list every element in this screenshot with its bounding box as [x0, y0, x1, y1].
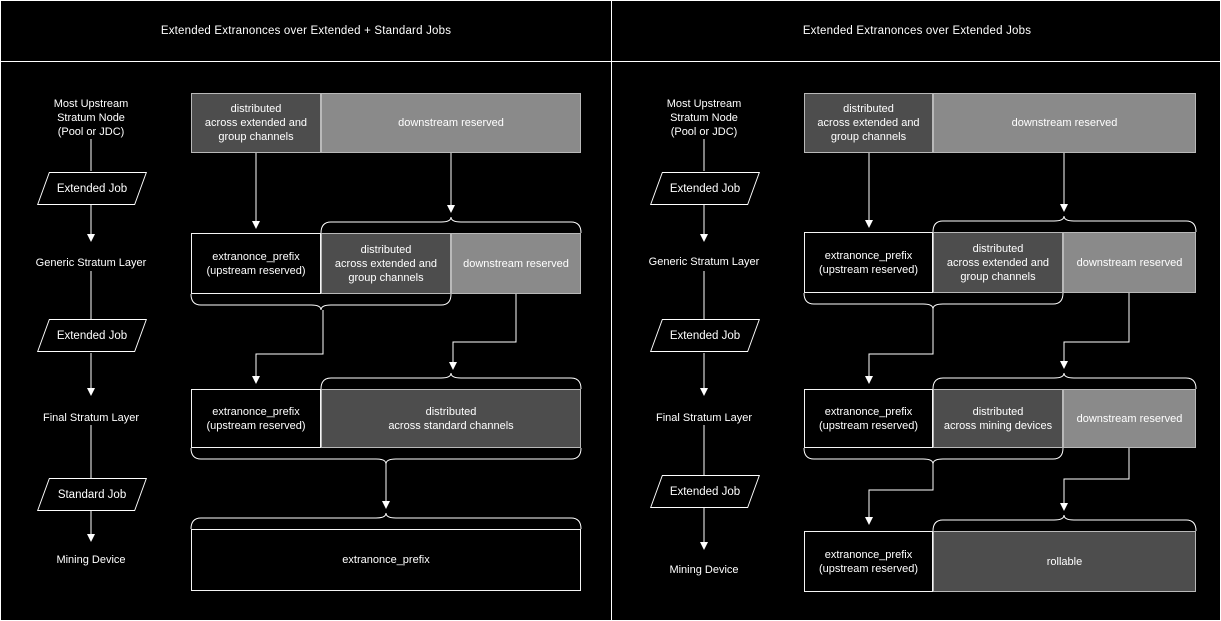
- bar-arrows-right: [865, 153, 1130, 525]
- job-label: Standard Job: [57, 488, 127, 501]
- panel-title-text: Extended Extranonces over Extended + Sta…: [160, 25, 452, 37]
- extranonce-bar-row4: extranonce_prefix: [191, 529, 581, 591]
- extranonce-bar-row3: extranonce_prefix (upstream reserved) di…: [804, 389, 1196, 448]
- extranonce-bar-row4: extranonce_prefix (upstream reserved) ro…: [804, 531, 1196, 592]
- bar-segment: distributed across extended and group ch…: [933, 232, 1063, 293]
- bar-segment: extranonce_prefix (upstream reserved): [191, 233, 321, 294]
- job-shape-extended-job-2: Extended Job: [649, 319, 761, 352]
- bar-arrows-left: [252, 153, 517, 509]
- job-label: Extended Job: [56, 182, 128, 195]
- panel-divider-line: [611, 1, 612, 620]
- bar-segment: distributed across standard channels: [321, 389, 581, 448]
- bar-segment: downstream reserved: [933, 93, 1196, 153]
- bar-segment: downstream reserved: [451, 233, 581, 294]
- job-label: Extended Job: [669, 485, 741, 498]
- job-shape-extended-job-2: Extended Job: [36, 319, 148, 352]
- stage-mining-device: Mining Device: [56, 554, 126, 566]
- stage-most-upstream-node: Most Upstream Stratum Node (Pool or JDC): [666, 98, 742, 138]
- extranonce-bar-row1: distributed across extended and group ch…: [191, 93, 581, 153]
- bar-segment: distributed across extended and group ch…: [321, 233, 451, 294]
- job-label: Extended Job: [669, 182, 741, 195]
- bar-segment: downstream reserved: [321, 93, 581, 153]
- job-shape-standard-job: Standard Job: [36, 478, 148, 511]
- bar-segment: extranonce_prefix: [191, 529, 581, 591]
- job-shape-extended-job-1: Extended Job: [36, 172, 148, 205]
- stage-final-stratum-layer: Final Stratum Layer: [43, 412, 139, 424]
- stage-most-upstream-node: Most Upstream Stratum Node (Pool or JDC): [53, 98, 129, 138]
- bar-segment: extranonce_prefix (upstream reserved): [804, 232, 933, 293]
- bar-segment: downstream reserved: [1063, 232, 1196, 293]
- stage-generic-stratum-layer: Generic Stratum Layer: [35, 257, 147, 269]
- job-label: Extended Job: [56, 329, 128, 342]
- extranonce-bar-row3: extranonce_prefix (upstream reserved) di…: [191, 389, 581, 448]
- bar-segment: distributed across extended and group ch…: [191, 93, 321, 153]
- bar-segment: distributed across extended and group ch…: [804, 93, 933, 153]
- stage-final-stratum-layer: Final Stratum Layer: [656, 412, 752, 424]
- bar-segment: rollable: [933, 531, 1196, 592]
- job-shape-extended-job-3: Extended Job: [649, 475, 761, 508]
- bar-segment: downstream reserved: [1063, 389, 1196, 448]
- extranonce-bar-row2: extranonce_prefix (upstream reserved) di…: [804, 232, 1196, 293]
- bar-segment: extranonce_prefix (upstream reserved): [804, 389, 933, 448]
- stage-mining-device: Mining Device: [669, 564, 739, 576]
- bar-segment: distributed across mining devices: [933, 389, 1063, 448]
- panel-title-text: Extended Extranonces over Extended Jobs: [802, 25, 1032, 37]
- bar-segment: extranonce_prefix (upstream reserved): [191, 389, 321, 448]
- panel-title-right: Extended Extranonces over Extended Jobs: [612, 1, 1220, 61]
- job-shape-extended-job-1: Extended Job: [649, 172, 761, 205]
- bar-segment: extranonce_prefix (upstream reserved): [804, 531, 933, 592]
- header-divider-line: [1, 61, 1220, 62]
- panel-title-left: Extended Extranonces over Extended + Sta…: [1, 1, 611, 61]
- extranonce-bar-row1: distributed across extended and group ch…: [804, 93, 1196, 153]
- job-label: Extended Job: [669, 329, 741, 342]
- extranonce-bar-row2: extranonce_prefix (upstream reserved) di…: [191, 233, 581, 294]
- stage-generic-stratum-layer: Generic Stratum Layer: [648, 256, 760, 268]
